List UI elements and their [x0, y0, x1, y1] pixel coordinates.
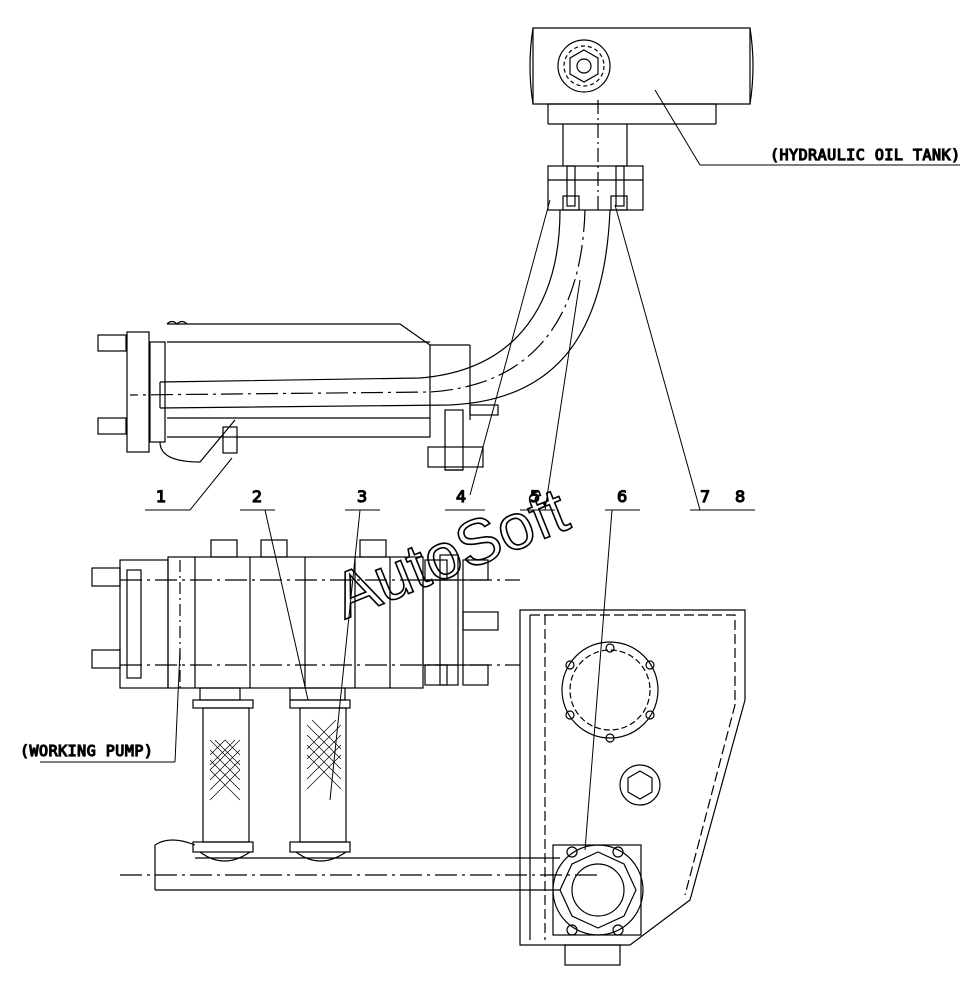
callout-5: 5 — [530, 487, 540, 506]
callout-3: 3 — [357, 487, 367, 506]
working-pump-label: (WORKING PUMP) — [20, 742, 153, 760]
callout-leaders — [40, 89, 960, 851]
callout-7: 7 — [700, 487, 710, 506]
upper-pipe-assembly — [97, 320, 499, 471]
suction-hose — [129, 209, 611, 409]
tank-flange — [547, 165, 644, 211]
gearbox-housing — [519, 609, 746, 966]
hydraulic-oil-tank — [529, 27, 754, 210]
callout-1: 1 — [156, 487, 166, 506]
callout-2: 2 — [252, 487, 262, 506]
suction-hoses-lower — [192, 687, 351, 862]
callout-6: 6 — [617, 487, 627, 506]
working-pump — [91, 539, 520, 689]
callout-8: 8 — [735, 487, 745, 506]
lower-tube — [120, 839, 600, 891]
hydraulic-oil-tank-label: (HYDRAULIC OIL TANK) — [770, 146, 961, 164]
callout-4: 4 — [456, 487, 466, 506]
